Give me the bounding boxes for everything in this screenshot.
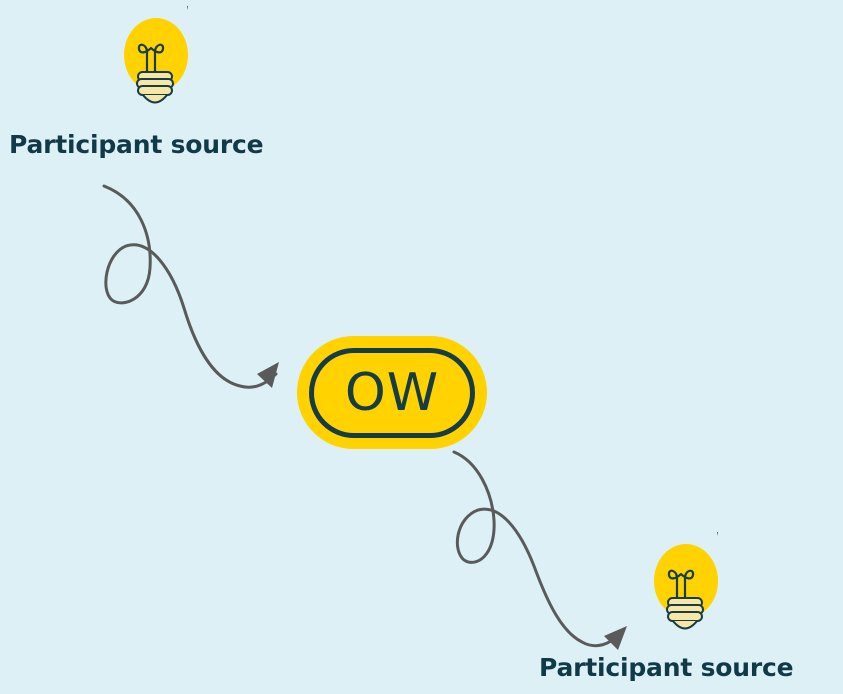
lightbulb-icon bbox=[118, 5, 199, 116]
participant-source-label-top: Participant source bbox=[9, 130, 264, 159]
participant-source-label-bottom: Participant source bbox=[539, 653, 794, 682]
arrowhead-bottom bbox=[604, 626, 627, 650]
lightbulb-icon bbox=[648, 531, 729, 642]
connector-ow-to-bottom bbox=[452, 450, 622, 648]
ow-badge-text: OW bbox=[344, 362, 440, 423]
arrowhead-top bbox=[257, 362, 279, 388]
ow-badge: OW bbox=[297, 336, 487, 449]
ow-badge-outline: OW bbox=[309, 347, 475, 438]
connector-top-to-ow bbox=[102, 184, 278, 389]
